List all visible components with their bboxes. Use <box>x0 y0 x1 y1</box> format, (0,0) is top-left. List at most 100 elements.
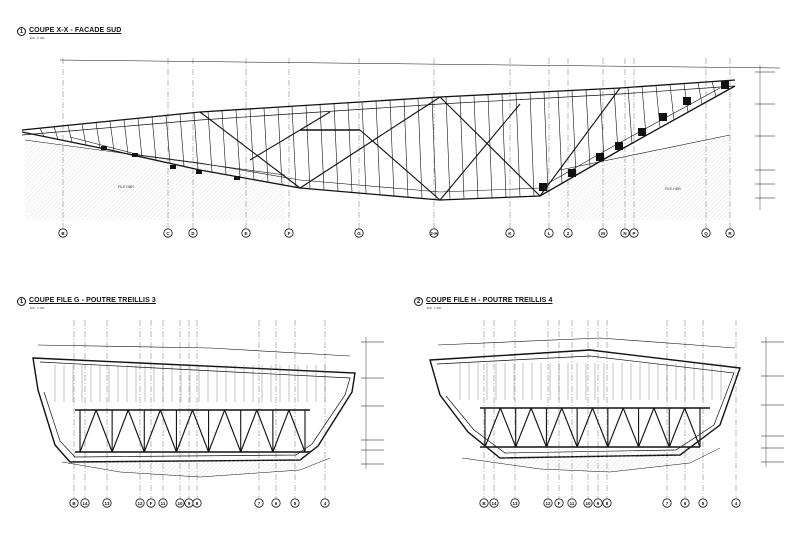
truss-web <box>39 128 45 137</box>
grid-bubble-label: 2 <box>567 231 570 236</box>
grid-bubble-label: F <box>288 231 291 236</box>
truss-web <box>445 96 451 200</box>
poutre-3-webs <box>54 365 326 453</box>
grid-bubble-label: 9 <box>597 501 600 506</box>
truss-web <box>193 112 199 170</box>
view-scale-poutre-4: Ech. 1:100 <box>427 306 442 310</box>
grid-bubble-label: 12 <box>137 501 143 506</box>
truss-diagonal <box>439 103 521 201</box>
truss-diagonal <box>484 407 501 448</box>
truss-web <box>249 108 255 180</box>
grid-bubble-label: 6 <box>275 501 278 506</box>
grid-bubble <box>284 228 294 238</box>
truss-diagonal <box>576 407 594 448</box>
truss-web <box>95 122 101 149</box>
grid-bubble <box>662 498 672 508</box>
truss-diagonal <box>684 407 701 448</box>
grid-bubble <box>554 498 564 508</box>
grid-bubble-label: R <box>728 231 732 236</box>
truss-web <box>697 82 703 105</box>
truss-web <box>137 118 143 158</box>
grid-bubble <box>58 228 68 238</box>
node-marker <box>659 113 667 121</box>
grid-bubble <box>731 498 741 508</box>
truss-diagonal <box>199 111 301 189</box>
grid-bubble <box>188 228 198 238</box>
grid-bubble <box>701 228 711 238</box>
grid-bubble-label: 14 <box>82 501 88 506</box>
grid-bubble <box>698 498 708 508</box>
truss-web <box>599 88 605 160</box>
grid-bubble <box>241 228 251 238</box>
view-number-1: 1 <box>17 27 26 36</box>
view-title-poutre-4: COUPE FILE H - POUTRE TREILLIS 4 <box>426 297 553 304</box>
truss-web <box>375 100 381 195</box>
grid-bubble <box>620 228 630 238</box>
grid-bubble-label: B <box>61 231 65 236</box>
grid-bubble <box>175 498 185 508</box>
truss-diagonal <box>591 407 609 448</box>
truss-web <box>263 107 269 183</box>
grid-bubble <box>563 228 573 238</box>
truss-web <box>543 91 549 192</box>
grid-bubble <box>102 498 112 508</box>
truss-web <box>571 90 577 176</box>
truss-diagonal <box>545 407 563 448</box>
truss-diagonal <box>530 407 547 448</box>
grid-bubble <box>429 228 439 238</box>
grid-bubble-label: 13 <box>104 501 110 506</box>
grid-bubble <box>543 498 553 508</box>
truss-diagonal <box>111 409 129 453</box>
grid-bubble-label: N <box>623 231 626 236</box>
node-marker <box>568 169 576 177</box>
grid-bubble-label: 11 <box>570 501 575 506</box>
grid-bubble-label: P <box>632 231 635 236</box>
grid-bubble-label: 13 <box>512 501 518 506</box>
truss-diagonal <box>499 407 517 448</box>
truss-diagonal <box>95 409 113 453</box>
truss-web <box>613 88 619 152</box>
grid-bubble <box>583 498 593 508</box>
facade-node-markers <box>101 81 729 191</box>
truss-web <box>81 123 87 146</box>
poutre-4-level-marks <box>761 337 784 467</box>
truss-web <box>585 89 591 168</box>
zone-label-left: FILE DBN <box>118 185 134 189</box>
truss-diagonal <box>79 409 97 453</box>
ground-hatch-left <box>25 140 285 220</box>
truss-web <box>207 111 213 173</box>
zone-label-right: FILE HDB <box>665 187 681 191</box>
grid-bubble <box>489 498 499 508</box>
poutre-4-hull <box>429 349 741 459</box>
view-number-2: 1 <box>17 297 26 306</box>
truss-web <box>291 106 297 188</box>
truss-diagonal <box>622 407 640 448</box>
truss-diagonal <box>224 409 242 453</box>
support-marker <box>132 153 138 157</box>
truss-diagonal <box>288 409 306 453</box>
grid-bubble-label: D <box>191 231 195 236</box>
grid-bubble-label: 12 <box>545 501 551 506</box>
grid-bubble <box>146 498 156 508</box>
grid-bubble-label: 14 <box>491 501 497 506</box>
grid-bubble-label: F <box>558 501 561 506</box>
poutre-3-level-marks <box>361 337 384 469</box>
grid-bubble-label: B <box>72 501 76 506</box>
node-marker <box>596 153 604 161</box>
grid-bubble <box>602 498 612 508</box>
truss-diagonal <box>299 96 441 189</box>
truss-web <box>389 100 395 197</box>
truss-web <box>473 95 479 199</box>
truss-web <box>361 101 367 194</box>
grid-bubble <box>598 228 608 238</box>
grid-bubble-label: 4 <box>735 501 738 506</box>
facade-truss-webs <box>39 65 775 210</box>
truss-diagonal <box>561 407 578 448</box>
grid-bubble-label: M <box>601 231 605 236</box>
grid-bubble <box>510 498 520 508</box>
